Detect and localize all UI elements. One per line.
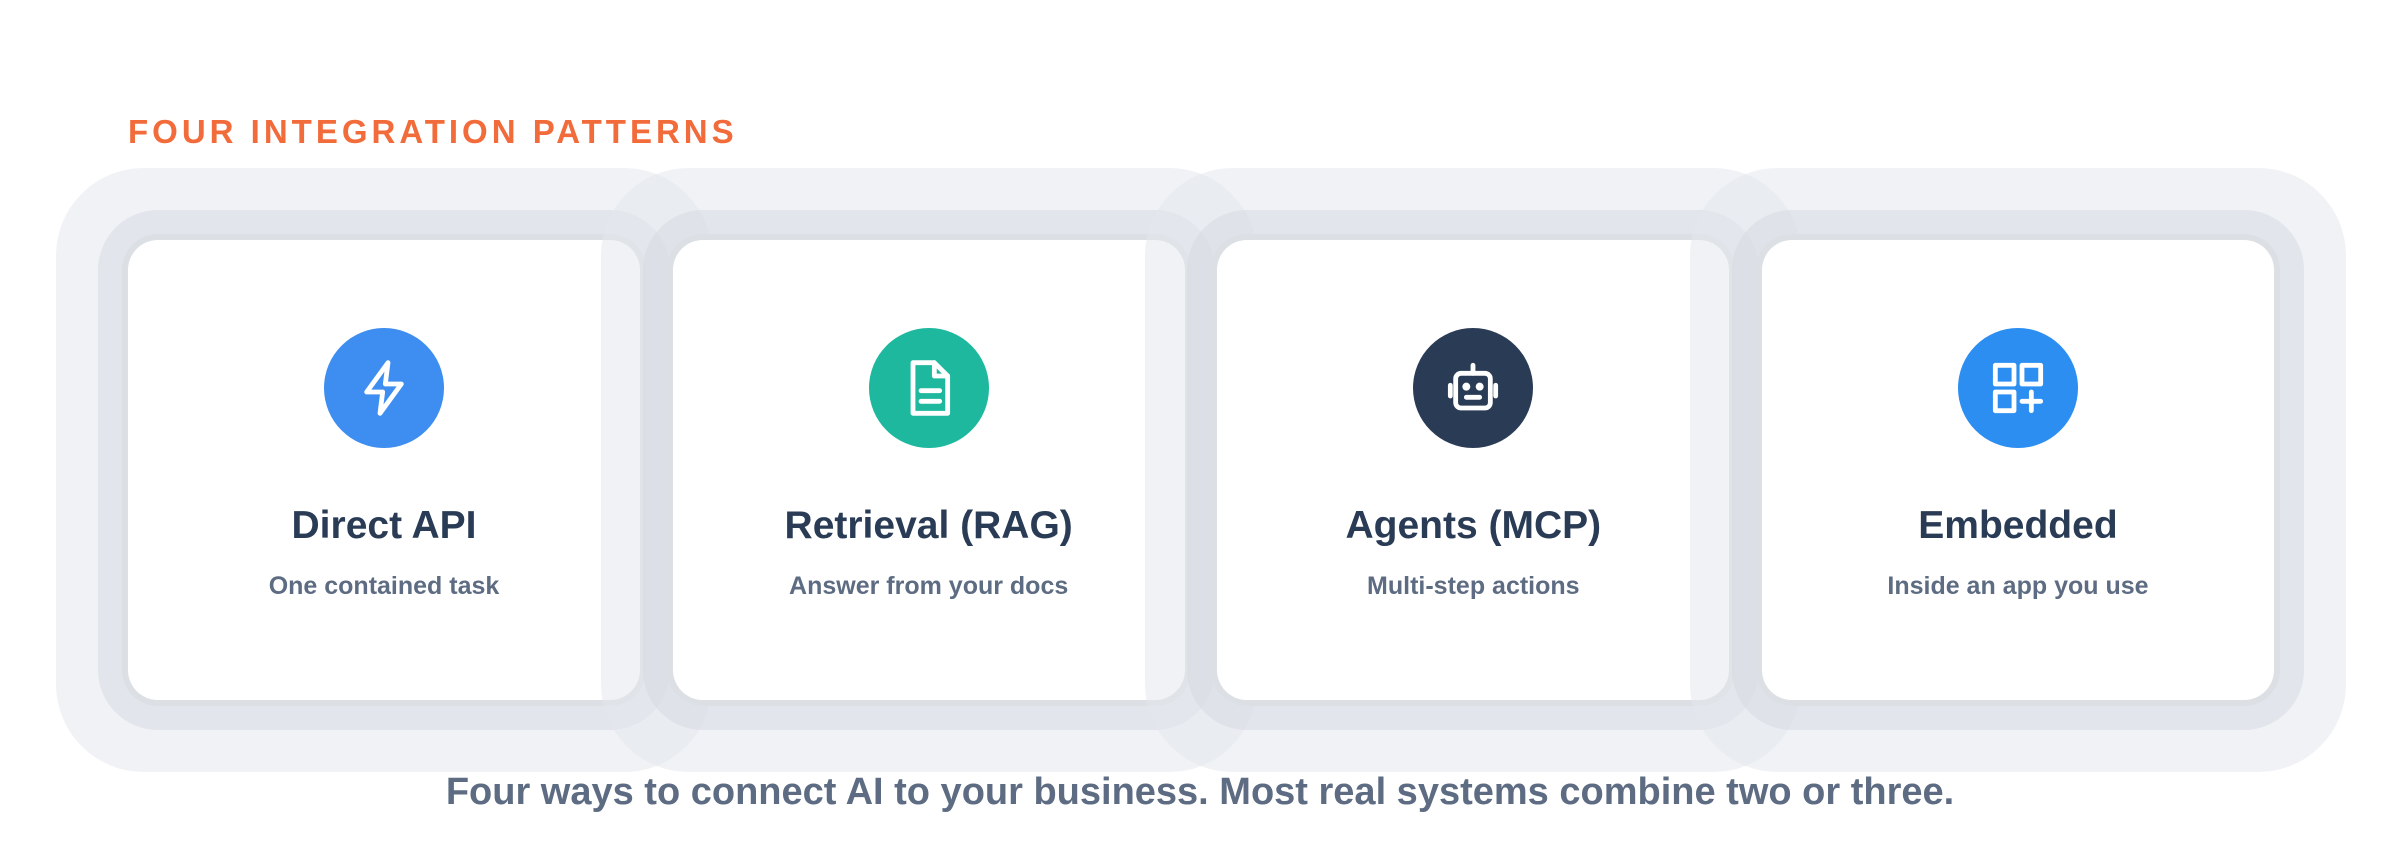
agents-icon-badge — [1413, 328, 1534, 448]
direct-api-icon-badge — [324, 328, 444, 448]
card-title: Agents (MCP) — [1345, 504, 1602, 547]
card-embedded: Embedded Inside an app you use — [1761, 240, 2274, 700]
card-subtitle: Answer from your docs — [789, 572, 1069, 600]
robot-icon — [1448, 362, 1499, 411]
card-retrieval-rag: Retrieval (RAG) Answer from your docs — [672, 240, 1185, 700]
card-title: Direct API — [291, 504, 477, 547]
app-grid-plus-icon — [1992, 362, 2044, 414]
card-direct-api: Direct API One contained task — [128, 240, 640, 700]
footer-caption: Four ways to connect AI to your business… — [445, 771, 1955, 813]
integration-patterns-row: Direct API One contained task Retrieval … — [128, 240, 2274, 700]
card-agents-mcp: Agents (MCP) Multi-step actions — [1217, 240, 1730, 700]
card-subtitle: Inside an app you use — [1887, 572, 2149, 600]
document-icon — [910, 360, 950, 416]
retrieval-icon-badge — [868, 328, 989, 448]
lightning-bolt-icon — [364, 360, 404, 416]
section-eyebrow: FOUR INTEGRATION PATTERNS — [128, 113, 738, 150]
card-title: Retrieval (RAG) — [784, 504, 1073, 547]
embedded-icon-badge — [1957, 328, 2078, 448]
card-subtitle: One contained task — [268, 572, 500, 600]
card-title: Embedded — [1918, 504, 2118, 547]
card-subtitle: Multi-step actions — [1367, 572, 1580, 600]
